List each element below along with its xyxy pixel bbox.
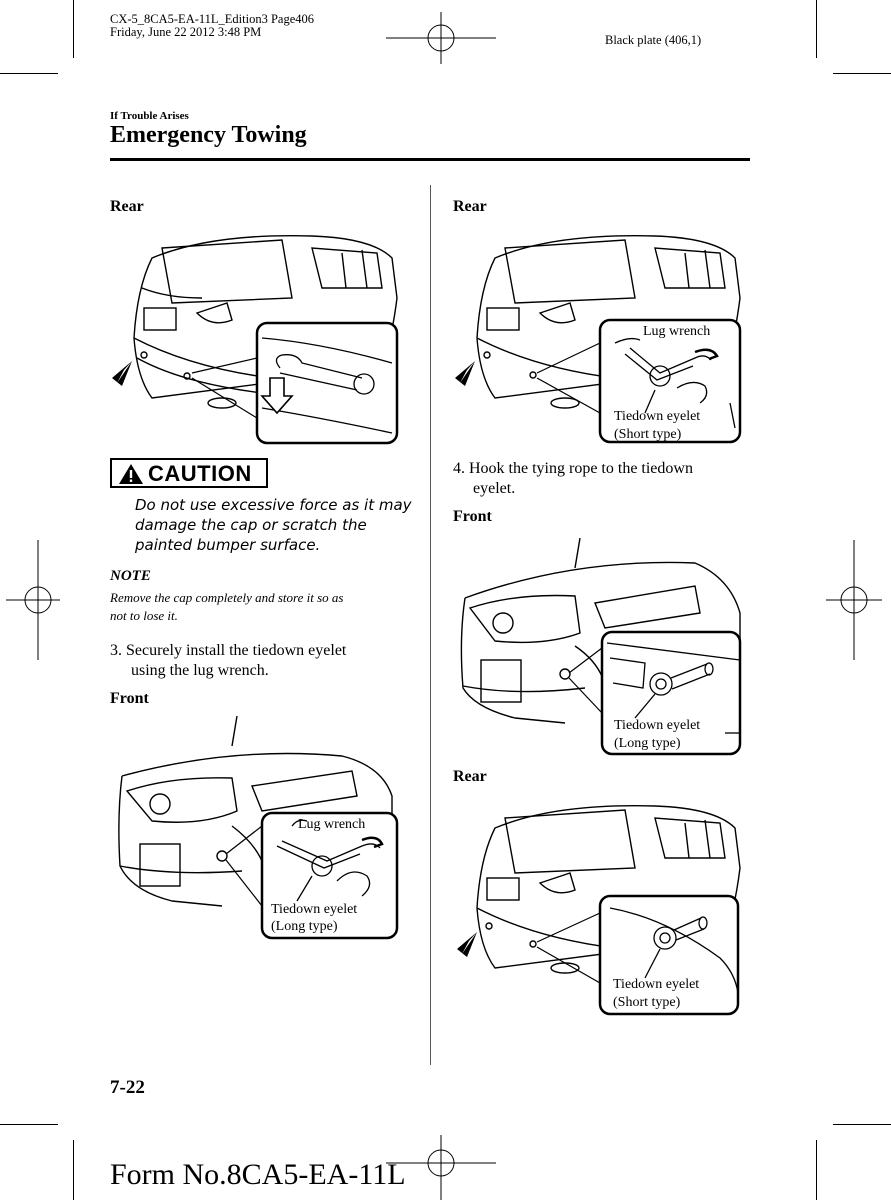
eyelet-type-callout: (Long type) xyxy=(614,736,681,751)
column-divider xyxy=(430,185,431,1065)
crop-mark xyxy=(816,1140,817,1200)
page-title: Emergency Towing xyxy=(110,122,307,148)
rear-eyelet-install-illustration xyxy=(455,235,742,444)
print-header-file: CX-5_8CA5-EA-11L_Edition3 Page406 xyxy=(110,12,315,26)
eyelet-type-callout: (Short type) xyxy=(613,995,681,1010)
left-fig1-heading: Rear xyxy=(110,198,144,215)
tiedown-eyelet-callout: Tiedown eyelet xyxy=(613,977,700,992)
lug-wrench-callout: Lug wrench xyxy=(643,324,711,339)
note-line: not to lose it. xyxy=(110,608,178,623)
caution-box: CAUTION xyxy=(110,458,268,488)
form-number: Form No.8CA5-EA-11L xyxy=(110,1158,406,1191)
tiedown-eyelet-callout: Tiedown eyelet xyxy=(614,718,701,733)
registration-mark-icon xyxy=(826,540,882,660)
registration-mark-icon xyxy=(386,12,496,64)
tiedown-eyelet-callout: Tiedown eyelet xyxy=(271,902,358,917)
lug-wrench-callout: Lug wrench xyxy=(298,817,366,832)
page-number: 7-22 xyxy=(110,1077,145,1098)
crop-mark xyxy=(816,0,817,58)
crop-mark xyxy=(73,1140,74,1200)
crop-mark xyxy=(833,73,891,74)
note-line: Remove the cap completely and store it s… xyxy=(110,590,344,605)
rear-cap-removal-illustration xyxy=(112,235,399,445)
note-heading: NOTE xyxy=(110,568,151,584)
crop-mark xyxy=(0,73,58,74)
caution-line: damage the cap or scratch the xyxy=(135,516,367,534)
right-fig2-heading: Front xyxy=(453,508,492,525)
registration-mark-icon xyxy=(386,1135,496,1200)
warning-triangle-icon xyxy=(119,464,143,484)
crop-mark xyxy=(0,1124,58,1125)
front-eyelet-illustration xyxy=(460,538,742,756)
rear-eyelet-illustration xyxy=(457,805,741,1016)
step-3-line: 3. Securely install the tiedown eyelet xyxy=(110,642,347,659)
section-label: If Trouble Arises xyxy=(110,110,189,122)
crop-mark xyxy=(833,1124,891,1125)
caution-label: CAUTION xyxy=(148,461,252,486)
caution-line: Do not use excessive force as it may xyxy=(135,496,412,514)
eyelet-type-callout: (Long type) xyxy=(271,919,338,934)
print-header-plate: Black plate (406,1) xyxy=(605,33,702,47)
tiedown-eyelet-callout: Tiedown eyelet xyxy=(614,409,701,424)
right-fig1-heading: Rear xyxy=(453,198,487,215)
step-3-line: using the lug wrench. xyxy=(131,662,269,679)
right-fig3-heading: Rear xyxy=(453,768,487,785)
print-header-date: Friday, June 22 2012 3:48 PM xyxy=(110,25,262,39)
crop-mark xyxy=(73,0,74,58)
title-rule xyxy=(110,158,750,161)
registration-mark-icon xyxy=(6,540,60,660)
step-4-line: 4. Hook the tying rope to the tiedown xyxy=(453,460,693,477)
left-fig2-heading: Front xyxy=(110,690,149,707)
caution-line: painted bumper surface. xyxy=(135,536,321,554)
step-4-line: eyelet. xyxy=(473,480,516,497)
eyelet-type-callout: (Short type) xyxy=(614,427,682,442)
front-eyelet-install-illustration xyxy=(118,716,399,940)
